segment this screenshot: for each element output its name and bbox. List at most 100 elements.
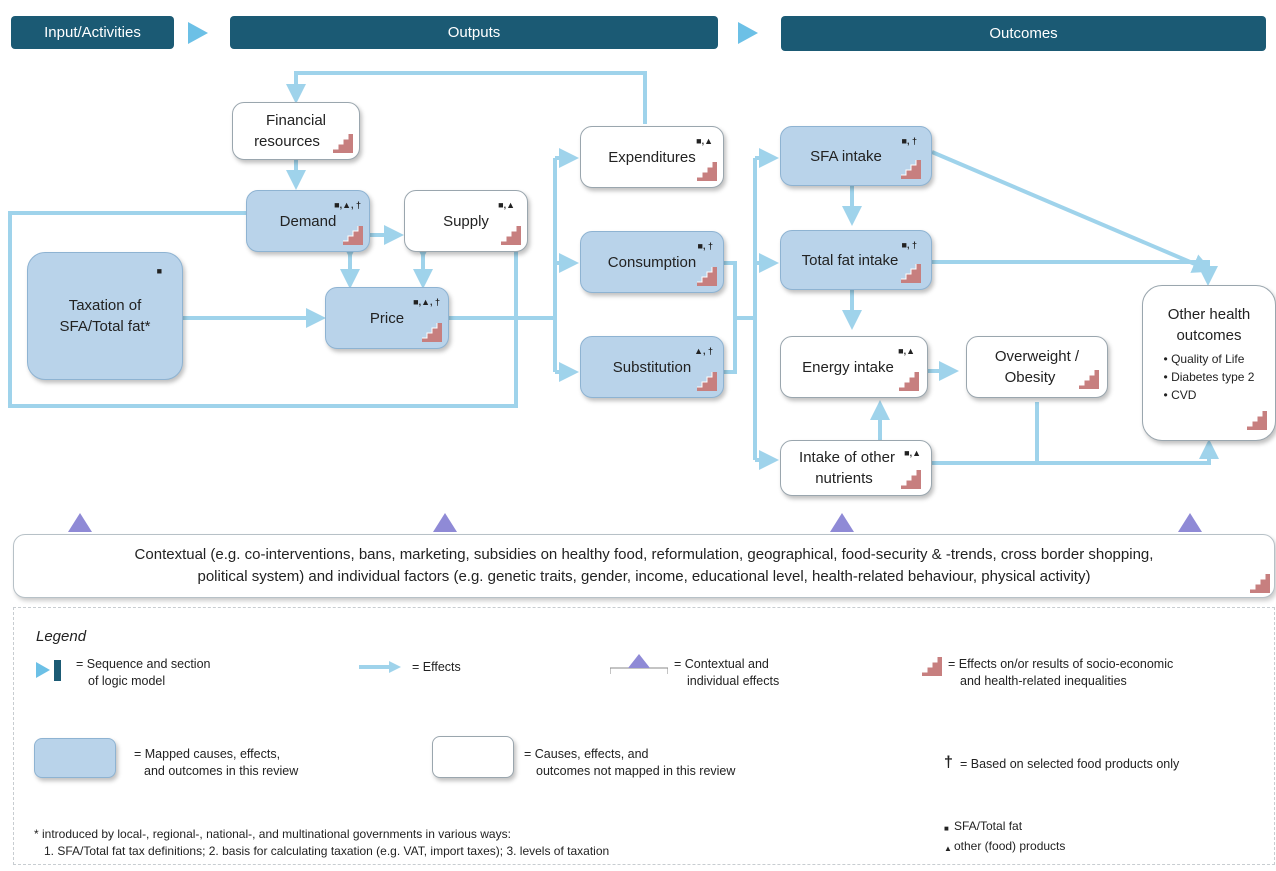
triangle-symbol: ▲ — [944, 844, 952, 853]
legend-inequalities-line1: = Effects on/or results of socio-economi… — [948, 657, 1174, 671]
list-item: • Diabetes type 2 — [1163, 370, 1255, 384]
total-fat-intake-label: Total fat intake — [801, 251, 899, 269]
list-item: • Quality of Life — [1163, 352, 1245, 366]
other-nutrients-marks: ■,▲ — [904, 448, 921, 458]
inequality-stairs-icon — [697, 372, 717, 391]
taxation-box: Taxation of SFA/Total fat* ■ — [27, 252, 183, 380]
health-outcomes-list: • Quality of Life • Diabetes type 2 • CV… — [1164, 350, 1255, 404]
sfa-intake-marks: ■, † — [901, 136, 917, 146]
energy-intake-marks: ■,▲ — [898, 346, 915, 356]
list-item: • CVD — [1163, 388, 1197, 402]
substitution-marks: ▲, † — [694, 346, 713, 356]
inequality-stairs-icon — [901, 160, 921, 179]
context-triangle-3 — [830, 513, 854, 532]
square-symbol: ■ — [944, 824, 949, 833]
context-triangle-1 — [68, 513, 92, 532]
inequality-stairs-icon — [343, 226, 363, 245]
price-label: Price — [369, 309, 405, 327]
sequence-arrow-1 — [188, 22, 208, 44]
context-line2: political system) and individual factors… — [197, 568, 1091, 585]
taxation-line1: Taxation of — [68, 297, 142, 314]
context-triangle-4 — [1178, 513, 1202, 532]
effects-legend-arrow-icon — [359, 661, 401, 673]
other-health-line1: Other health — [1167, 306, 1251, 323]
demand-label: Demand — [279, 212, 337, 230]
header-input-activities: Input/Activities — [11, 16, 174, 49]
inequality-stairs-icon — [1079, 370, 1099, 389]
energy-intake-label: Energy intake — [802, 358, 894, 376]
supply-marks: ■,▲ — [498, 200, 515, 210]
legend-square-key: SFA/Total fat — [954, 819, 1023, 833]
dagger-symbol: † — [944, 754, 953, 771]
contextual-factors-box: Contextual (e.g. co-interventions, bans,… — [13, 534, 1275, 598]
legend-sequence-line2: of logic model — [88, 674, 166, 688]
unmapped-legend-swatch — [432, 736, 514, 778]
context-triangle-2 — [433, 513, 457, 532]
inequality-legend-icon — [922, 657, 942, 676]
inequality-stairs-icon — [333, 134, 353, 153]
inequality-stairs-icon — [697, 162, 717, 181]
consumption-label: Consumption — [607, 253, 697, 271]
inequality-stairs-icon — [422, 323, 442, 342]
legend-contextual-line2: individual effects — [687, 674, 780, 688]
legend-dagger: = Based on selected food products only — [960, 757, 1180, 771]
financial-line1: Financial — [265, 112, 327, 129]
demand-box: Demand ■,▲, † — [246, 190, 370, 252]
substitution-box: Substitution ▲, † — [580, 336, 724, 398]
legend-effects: = Effects — [412, 660, 461, 674]
footnote-line1: * introduced by local-, regional-, natio… — [34, 827, 511, 841]
other-health-outcomes-box: Other health outcomes • Quality of Life … — [1142, 285, 1276, 441]
context-line1: Contextual (e.g. co-interventions, bans,… — [134, 546, 1154, 563]
mapped-legend-swatch — [34, 738, 116, 778]
supply-label: Supply — [443, 212, 489, 230]
inequality-stairs-icon — [501, 226, 521, 245]
legend-unmapped-line2: outcomes not mapped in this review — [536, 764, 736, 778]
financial-line2: resources — [254, 133, 320, 150]
overweight-line1: Overweight / — [994, 348, 1080, 365]
contextual-legend-icon — [610, 654, 668, 674]
legend-sequence-line1: = Sequence and section — [76, 657, 211, 671]
inequality-stairs-icon — [899, 372, 919, 391]
total-fat-intake-marks: ■, † — [901, 240, 917, 250]
sfa-intake-box: SFA intake ■, † — [780, 126, 932, 186]
consumption-marks: ■, † — [697, 241, 713, 251]
expenditures-box: Expenditures ■,▲ — [580, 126, 724, 188]
substitution-label: Substitution — [612, 358, 692, 376]
expenditures-label: Expenditures — [608, 148, 696, 166]
overweight-line2: Obesity — [1004, 369, 1056, 386]
taxation-line2: SFA/Total fat* — [59, 318, 151, 335]
consumption-box: Consumption ■, † — [580, 231, 724, 293]
legend-title: Legend — [36, 628, 87, 645]
legend-inequalities-line2: and health-related inequalities — [960, 674, 1127, 688]
sfa-intake-label: SFA intake — [810, 147, 882, 165]
other-nutrients-box: Intake of other nutrients ■,▲ — [780, 440, 932, 496]
overweight-obesity-box: Overweight / Obesity — [966, 336, 1108, 398]
price-marks: ■,▲, † — [413, 297, 440, 307]
inequality-stairs-icon — [901, 264, 921, 283]
header-outputs: Outputs — [230, 16, 718, 49]
legend-mapped-line1: = Mapped causes, effects, — [134, 747, 281, 761]
legend-mapped-line2: and outcomes in this review — [144, 764, 299, 778]
inequality-stairs-icon — [901, 470, 921, 489]
inequality-stairs-icon — [697, 267, 717, 286]
other-nutrients-line2: nutrients — [815, 470, 873, 487]
footnote-line2: 1. SFA/Total fat tax definitions; 2. bas… — [44, 844, 610, 858]
total-fat-intake-box: Total fat intake ■, † — [780, 230, 932, 290]
sequence-legend-icon — [36, 660, 61, 681]
legend-panel: Legend = Sequence and section of logic m… — [13, 607, 1275, 865]
header-outcomes: Outcomes — [781, 16, 1266, 51]
taxation-marks: ■ — [156, 266, 162, 276]
supply-box: Supply ■,▲ — [404, 190, 528, 252]
other-health-line2: outcomes — [1176, 327, 1242, 344]
effect-arrows — [8, 71, 1219, 532]
sequence-arrow-2 — [738, 22, 758, 44]
financial-resources-box: Financial resources — [232, 102, 360, 160]
inequality-stairs-icon — [1247, 411, 1267, 430]
legend-unmapped-line1: = Causes, effects, and — [524, 747, 649, 761]
price-box: Price ■,▲, † — [325, 287, 449, 349]
expenditures-marks: ■,▲ — [696, 136, 713, 146]
legend-triangle-key: other (food) products — [954, 839, 1066, 853]
energy-intake-box: Energy intake ■,▲ — [780, 336, 928, 398]
demand-marks: ■,▲, † — [334, 200, 361, 210]
inequality-stairs-icon — [1250, 574, 1270, 593]
